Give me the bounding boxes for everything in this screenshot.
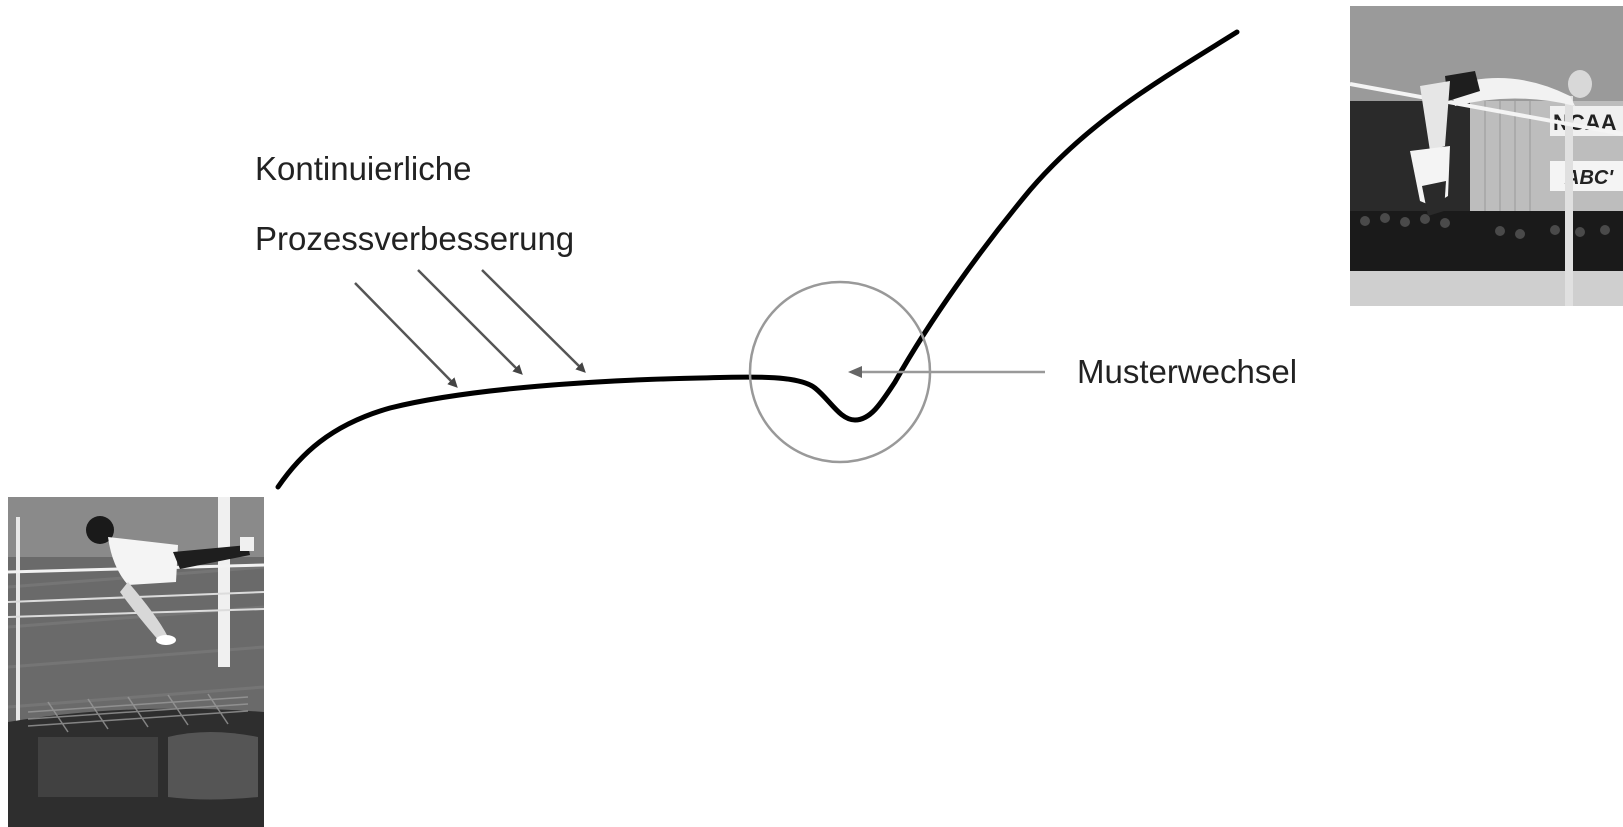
continuous-improvement-label-line2: Prozessverbesserung [255, 220, 575, 257]
improvement-arrow-2 [417, 269, 523, 375]
high-jump-straddle-photo [8, 497, 264, 827]
continuous-improvement-label-line1: Kontinuierliche [255, 150, 472, 187]
sign-abc: ABC' [1564, 167, 1614, 189]
high-jump-fosbury-photo-icon: NCAA I ABC' [1350, 6, 1623, 306]
high-jump-fosbury-photo: NCAA I ABC' [1350, 6, 1623, 306]
improvement-arrow-1 [354, 282, 458, 388]
improvement-arrow-3 [481, 269, 586, 373]
performance-curve [275, 29, 1240, 490]
pattern-change-label: Musterwechsel [1077, 353, 1298, 390]
high-jump-straddle-photo-icon [8, 497, 264, 827]
pattern-change-arrowhead [848, 366, 862, 378]
